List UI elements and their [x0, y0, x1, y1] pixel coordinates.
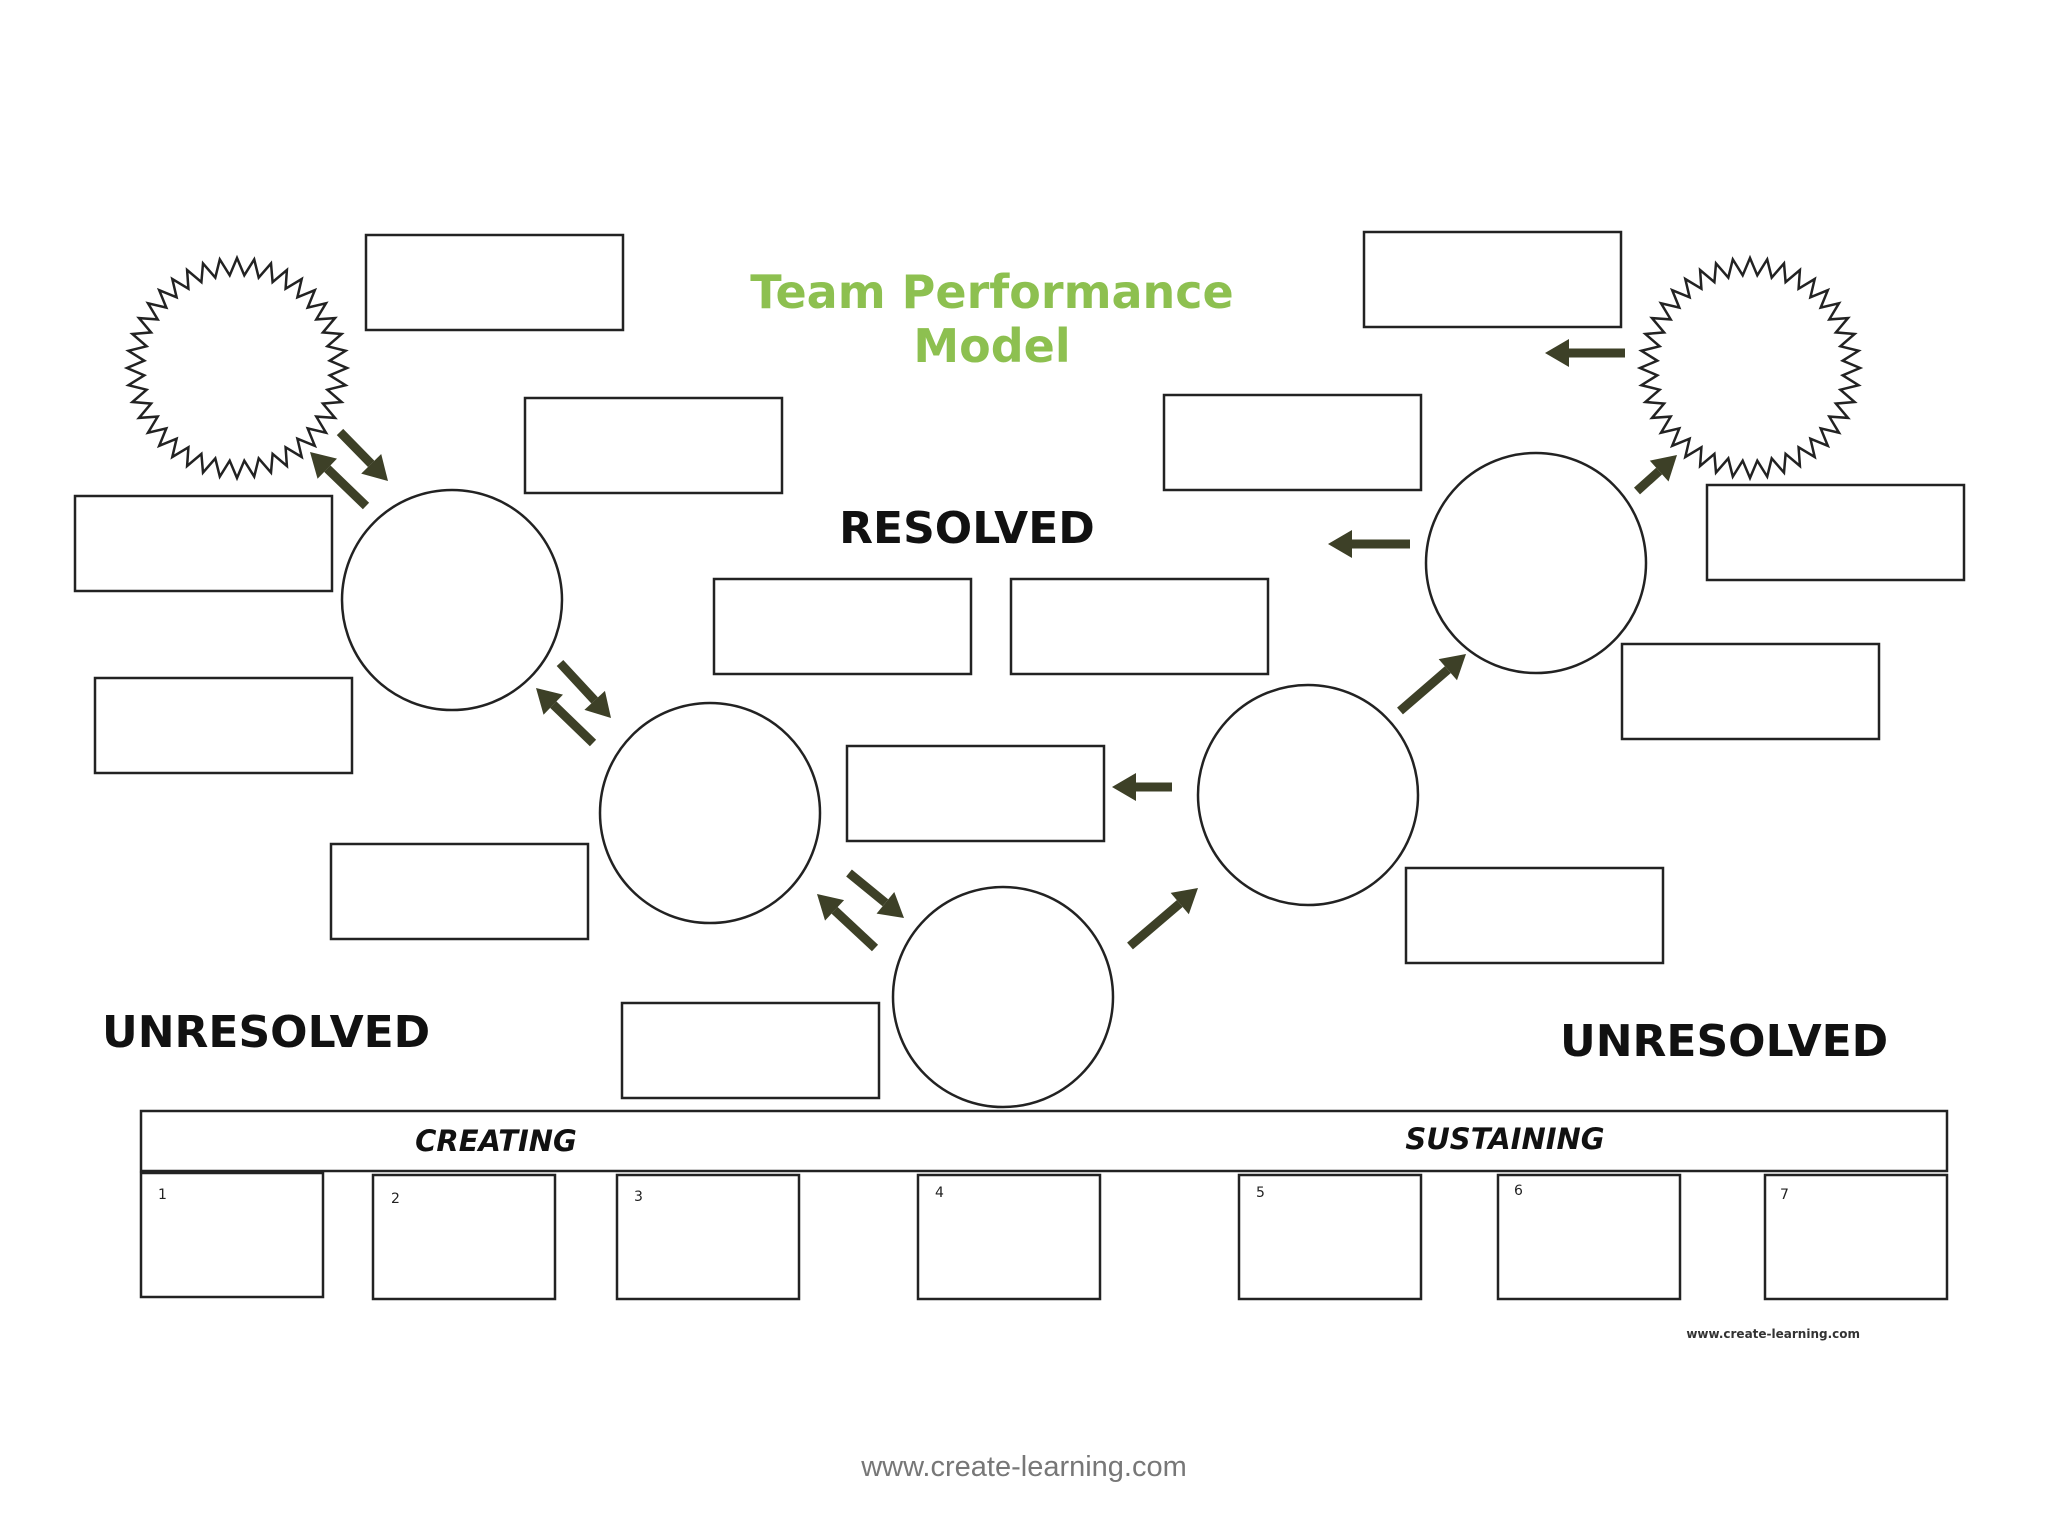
blank-box-mid-right-low	[1404, 866, 1665, 965]
resolved-label: RESOLVED	[839, 503, 1095, 554]
stage-box-7-frame	[1763, 1173, 1949, 1301]
stage-box-7: 7	[1763, 1173, 1949, 1301]
stage-number-3: 3	[634, 1189, 643, 1205]
stage-box-1: 1	[139, 1171, 325, 1299]
stage-box-2-frame	[371, 1173, 557, 1301]
stage-box-1-frame	[139, 1171, 325, 1299]
stage-box-3: 3	[615, 1173, 801, 1301]
starburst-left	[123, 254, 351, 482]
arrow-stage5-to-burst-head	[1649, 455, 1677, 482]
blank-box-lower-right	[1620, 642, 1881, 741]
phase-bar	[139, 1109, 1949, 1173]
arrow-stage4-to-box-head	[1112, 773, 1136, 801]
blank-box-left	[73, 494, 334, 593]
stage-box-4-frame	[916, 1173, 1102, 1301]
diagram-title-line2: Model	[913, 319, 1070, 373]
stage-box-4: 4	[916, 1173, 1102, 1301]
arrow-stage2-to-stage1-head	[536, 688, 563, 715]
arrow-stage1-to-stage2-shaft	[556, 659, 598, 704]
arrow-stage5-to-box-head	[1328, 530, 1352, 558]
arrow-stage5-to-burst	[1633, 455, 1677, 495]
arrow-stage2-to-stage1	[536, 688, 597, 747]
arrow-stage4-to-stage5-shaft	[1397, 666, 1451, 715]
arrow-burst-to-stage1	[336, 428, 388, 481]
arrow-stage4-to-stage5	[1397, 654, 1466, 715]
phase-sustaining-label: SUSTAINING	[1405, 1122, 1604, 1156]
blank-box-bottom-center-left	[620, 1001, 881, 1100]
stage-box-5: 5	[1237, 1173, 1423, 1301]
stage-number-1: 1	[158, 1187, 167, 1203]
arrow-burst-to-stage1-shaft	[336, 428, 375, 468]
blank-box-center-low	[845, 744, 1106, 843]
stage-circle-4	[1196, 683, 1420, 907]
blank-box-top-right	[1362, 230, 1623, 329]
unresolved-left-label: UNRESOLVED	[102, 1007, 430, 1058]
arrow-stage1-to-burst-head	[310, 452, 337, 479]
stage-circle-3	[891, 885, 1115, 1109]
diagram-title-line1: Team Performance	[750, 265, 1234, 319]
stage-number-5: 5	[1256, 1185, 1265, 1201]
unresolved-right-label: UNRESOLVED	[1560, 1016, 1888, 1067]
blank-box-center-left	[712, 577, 973, 676]
arrow-stage4-to-box	[1112, 773, 1172, 801]
arrow-stage1-to-burst	[310, 452, 370, 510]
arrow-stage4-to-stage5-head	[1438, 654, 1466, 681]
footer-url-link[interactable]: www.create-learning.com	[860, 1451, 1187, 1483]
arrow-stage1-to-burst-shaft	[324, 465, 370, 510]
arrow-stage2-to-stage3	[846, 869, 904, 918]
blank-box-center-right	[1009, 577, 1270, 676]
arrow-stage3-to-stage4-shaft	[1127, 900, 1183, 950]
arrow-stage3-to-stage4	[1127, 888, 1198, 950]
arrow-stage3-to-stage2	[817, 894, 879, 952]
arrow-stage5-to-box	[1328, 530, 1410, 558]
stage-number-4: 4	[935, 1185, 944, 1201]
stage-circle-1	[340, 488, 564, 712]
blank-box-right	[1705, 483, 1966, 582]
stage-circle-5	[1424, 451, 1648, 675]
stage-box-3-frame	[615, 1173, 801, 1301]
blank-box-mid-left-low	[329, 842, 590, 941]
arrow-stage2-to-stage1-shaft	[550, 701, 597, 747]
arrow-stage5-to-burst-shaft	[1633, 467, 1663, 495]
arrows-group	[310, 339, 1677, 952]
starburst-right	[1636, 254, 1864, 482]
stage-box-5-frame	[1237, 1173, 1423, 1301]
stage-circle-2	[598, 701, 822, 925]
stage-box-6: 6	[1496, 1173, 1682, 1301]
stage-number-2: 2	[391, 1191, 400, 1207]
blank-box-lower-left	[93, 676, 354, 775]
stage-box-6-frame	[1496, 1173, 1682, 1301]
arrow-stage2-to-stage3-shaft	[846, 869, 889, 907]
arrow-stage3-to-stage2-shaft	[831, 907, 879, 952]
arrow-stage3-to-stage2-head	[817, 894, 845, 921]
stage-number-7: 7	[1780, 1187, 1789, 1203]
blank-box-upper-mid-right	[1162, 393, 1423, 492]
arrow-burst-to-stage1-head	[361, 454, 388, 481]
arrow-stage3-to-stage4-head	[1170, 888, 1198, 915]
arrow-stage1-to-stage2	[556, 659, 611, 718]
stage-box-2: 2	[371, 1173, 557, 1301]
arrow-stage2-to-stage3-head	[876, 891, 904, 918]
stage-number-6: 6	[1514, 1183, 1523, 1199]
blank-box-upper-mid-left	[523, 396, 784, 495]
arrow-stage1-to-stage2-head	[584, 690, 611, 718]
blank-box-top-left	[364, 233, 625, 332]
small-url-text: www.create-learning.com	[1686, 1327, 1860, 1341]
arrow-burst-to-box-head	[1545, 339, 1569, 367]
phase-creating-label: CREATING	[415, 1124, 577, 1158]
arrow-burst-to-box	[1545, 339, 1625, 367]
